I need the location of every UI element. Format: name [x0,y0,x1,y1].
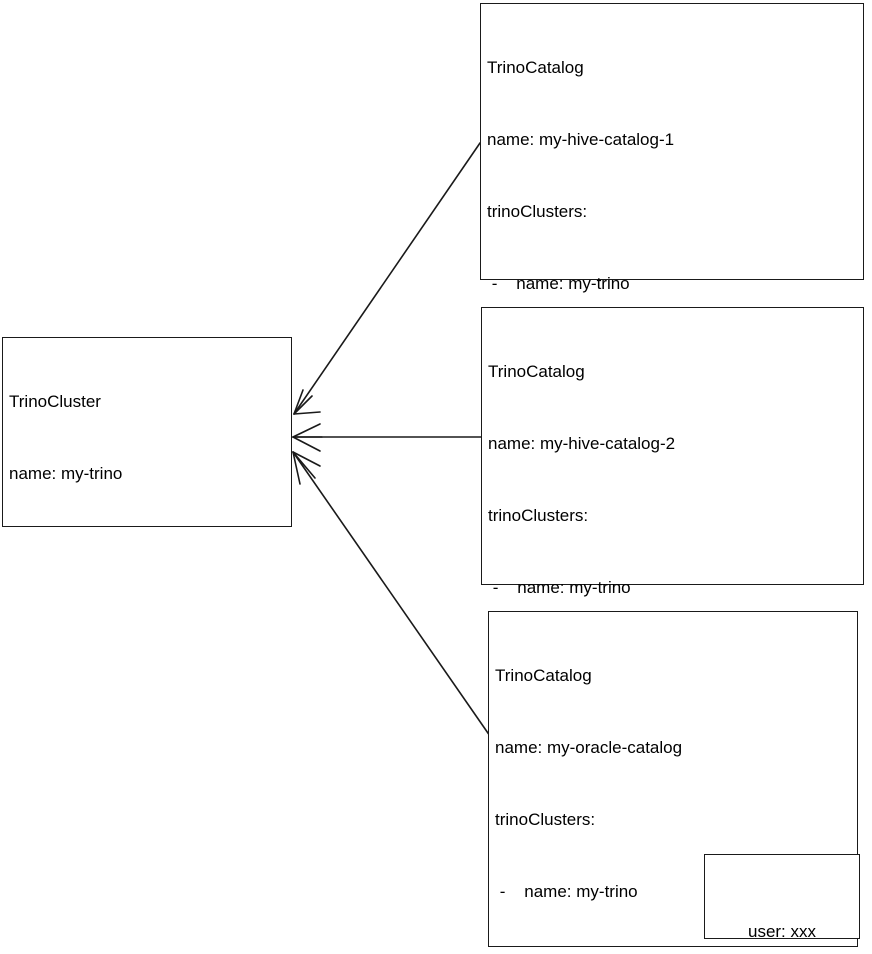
node-trino-catalog-3-line-1: name: my-oracle-catalog [495,738,683,757]
node-trino-catalog-1-line-0: TrinoCatalog [487,58,584,77]
node-trino-cluster[interactable]: TrinoCluster name: my-trino [2,337,292,527]
edge-catalog-2-to-cluster [292,423,482,452]
node-trino-catalog-1[interactable]: TrinoCatalog name: my-hive-catalog-1 tri… [480,3,864,653]
node-trino-cluster-line-1: name: my-trino [9,464,123,483]
node-trino-catalog-3-line-0: TrinoCatalog [495,666,592,685]
node-trino-catalog-3-line-2: trinoClusters: [495,810,596,829]
node-trino-catalog-3-text: TrinoCatalog name: my-oracle-catalog tri… [495,616,853,954]
node-trino-cluster-text: TrinoCluster name: my-trino [9,342,287,534]
node-trino-catalog-3-line-3: - name: my-trino [495,882,638,901]
edge-catalog-1-to-cluster [293,142,481,415]
node-trino-catalog-3[interactable]: TrinoCatalog name: my-oracle-catalog tri… [488,611,860,947]
node-trino-catalog-2-line-3: - name: my-trino [488,578,631,597]
node-trino-catalog-2-line-0: TrinoCatalog [488,362,585,381]
node-trino-cluster-line-0: TrinoCluster [9,392,101,411]
node-trino-catalog-2-line-1: name: my-hive-catalog-2 [488,434,676,453]
node-trino-catalog-1-line-1: name: my-hive-catalog-1 [487,130,675,149]
node-trino-catalog-2-line-2: trinoClusters: [488,506,589,525]
node-trino-catalog-2[interactable]: TrinoCatalog name: my-hive-catalog-2 tri… [481,307,864,885]
node-credentials-secret-text: user: xxx password: xxx [705,869,859,954]
node-credentials-secret[interactable]: user: xxx password: xxx [704,854,860,941]
node-trino-catalog-1-line-2: trinoClusters: [487,202,588,221]
node-credentials-secret-line-0: user: xxx [747,922,817,941]
edge-catalog-3-to-cluster [292,451,491,737]
node-trino-catalog-1-line-3: - name: my-trino [487,274,630,293]
